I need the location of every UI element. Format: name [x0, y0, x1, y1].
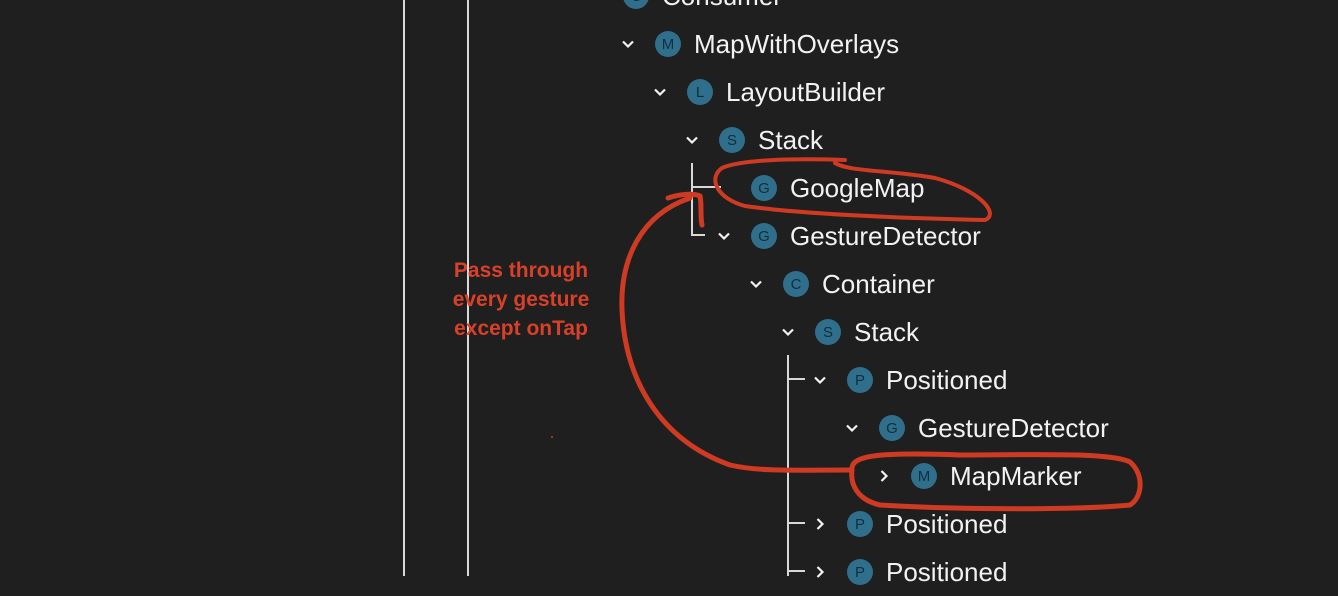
- widget-badge-icon: P: [847, 559, 873, 585]
- annotation-line: Pass through: [453, 259, 589, 282]
- widget-badge-icon: P: [847, 511, 873, 537]
- tree-node-label: GoogleMap: [790, 173, 925, 203]
- tree-guide-line: [787, 570, 805, 572]
- tree-node-positioned[interactable]: P Positioned: [0, 548, 1338, 596]
- widget-badge-icon: C: [623, 0, 649, 9]
- tree-node-gesturedetector[interactable]: G GestureDetector: [0, 404, 1338, 452]
- annotation-note: Pass through every gesture except onTap: [421, 256, 621, 343]
- tree-guide-line: [691, 186, 721, 188]
- chevron-down-icon[interactable]: [680, 128, 704, 152]
- widget-badge-icon: C: [783, 271, 809, 297]
- tree-node-stack[interactable]: S Stack: [0, 116, 1338, 164]
- chevron-down-icon[interactable]: [776, 320, 800, 344]
- tree-node-stack[interactable]: S Stack: [0, 308, 1338, 356]
- tree-node-label: Positioned: [886, 509, 1008, 539]
- widget-badge-icon: S: [719, 127, 745, 153]
- panel-divider-left[interactable]: [403, 0, 405, 576]
- tree-node-label: LayoutBuilder: [726, 77, 885, 107]
- tree-node-layoutbuilder[interactable]: L LayoutBuilder: [0, 68, 1338, 116]
- tree-node-mapmarker[interactable]: M MapMarker: [0, 452, 1338, 500]
- chevron-right-icon[interactable]: [808, 512, 832, 536]
- tree-node-label: GestureDetector: [790, 221, 981, 251]
- widget-badge-icon: M: [911, 463, 937, 489]
- chevron-down-icon[interactable]: [744, 272, 768, 296]
- tree-node-label: Stack: [758, 125, 824, 155]
- widget-badge-icon: S: [815, 319, 841, 345]
- chevron-down-icon[interactable]: [584, 0, 608, 8]
- tree-node-mapwithoverlays[interactable]: M MapWithOverlays: [0, 20, 1338, 68]
- widget-badge-icon: P: [847, 367, 873, 393]
- tree-node-positioned[interactable]: P Positioned: [0, 500, 1338, 548]
- widget-badge-icon: G: [751, 223, 777, 249]
- tree-node-label: MapMarker: [950, 461, 1082, 491]
- chevron-down-icon[interactable]: [840, 416, 864, 440]
- tree-node-label: Container: [822, 269, 935, 299]
- chevron-right-icon[interactable]: [872, 464, 896, 488]
- tree-node-label: Consumer: [662, 0, 782, 12]
- tree-node-googlemap[interactable]: G GoogleMap: [0, 164, 1338, 212]
- tree-node-label: Positioned: [886, 365, 1008, 395]
- annotation-line: except onTap: [454, 317, 588, 340]
- widget-badge-icon: G: [879, 415, 905, 441]
- tree-node-positioned[interactable]: P Positioned: [0, 356, 1338, 404]
- tree-node-label: MapWithOverlays: [694, 29, 900, 59]
- chevron-down-icon[interactable]: [616, 32, 640, 56]
- panel-divider-right[interactable]: [467, 0, 469, 576]
- chevron-down-icon[interactable]: [808, 368, 832, 392]
- tree-node-gesturedetector[interactable]: G GestureDetector: [0, 212, 1338, 260]
- widget-badge-icon: M: [655, 31, 681, 57]
- tree-node-label: Positioned: [886, 557, 1008, 587]
- widget-badge-icon: G: [751, 175, 777, 201]
- tree-node-consumer[interactable]: C Consumer: [0, 0, 1338, 20]
- widget-badge-icon: L: [687, 79, 713, 105]
- tree-guide-line: [787, 522, 805, 524]
- annotation-line: every gesture: [452, 288, 590, 311]
- chevron-right-icon[interactable]: [808, 560, 832, 584]
- tree-node-container[interactable]: C Container: [0, 260, 1338, 308]
- tree-node-label: Stack: [854, 317, 920, 347]
- chevron-down-icon[interactable]: [712, 224, 736, 248]
- tree-node-label: GestureDetector: [918, 413, 1109, 443]
- chevron-down-icon[interactable]: [648, 80, 672, 104]
